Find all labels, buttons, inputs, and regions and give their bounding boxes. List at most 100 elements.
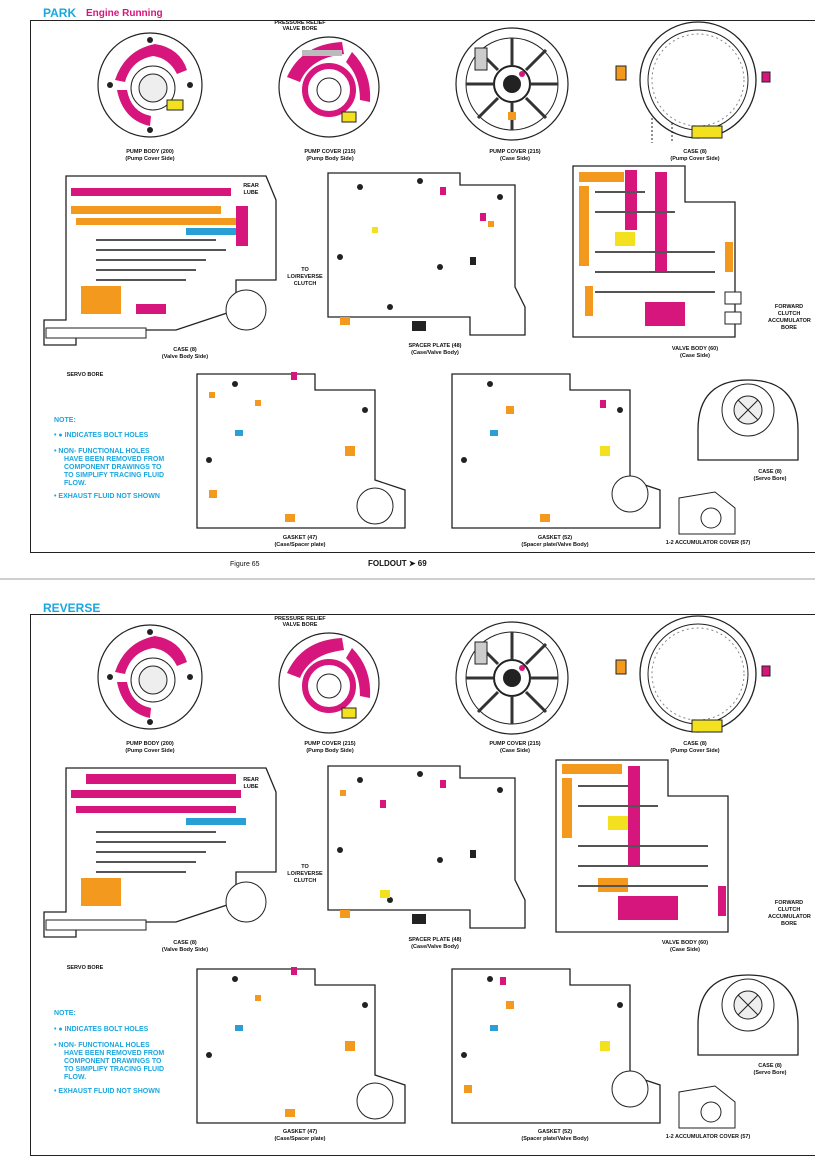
valve-body-caption: VALVE BODY (60) — [671, 346, 719, 352]
fwd-label-2: CLUTCH — [777, 907, 801, 913]
pump-body-subcaption: (Pump Cover Side) — [125, 748, 175, 754]
rear-lube-label: REAR — [243, 777, 259, 783]
servo-bore-label: SERVO BORE — [66, 372, 104, 378]
case-servo-subcaption: (Servo Bore) — [753, 476, 787, 482]
case-valve-caption: CASE (8) — [173, 940, 197, 946]
pump-body-caption: PUMP BODY (200) — [126, 149, 174, 155]
spacer-caption: SPACER PLATE (48) — [408, 937, 462, 943]
case-pump-caption: CASE (8) — [683, 741, 707, 747]
case-valve-subcaption: (Valve Body Side) — [161, 354, 209, 360]
pump-cover-b-caption: PUMP COVER (215) — [489, 741, 541, 747]
gasket47-subcaption: (Case/Spacer plate) — [274, 1136, 326, 1142]
case-valve-caption: CASE (8) — [173, 347, 197, 353]
case-servo-bore-diagram — [697, 379, 799, 461]
spacer-subcaption: (Case/Valve Body) — [411, 350, 459, 356]
note-item-nonfunctional-1: • NON- FUNCTIONAL HOLES — [54, 448, 150, 455]
case-pump-subcaption: (Pump Cover Side) — [670, 156, 720, 162]
case-pump-side-diagram — [615, 615, 771, 733]
rear-lube-label-2: LUBE — [243, 190, 259, 196]
fwd-label-3: ACCUMULATOR — [768, 318, 811, 324]
page-divider — [0, 578, 815, 580]
note-item-bolt-holes: • ● INDICATES BOLT HOLES — [54, 432, 149, 439]
valve-body-caption: VALVE BODY (60) — [661, 940, 709, 946]
to-lr-label-3: CLUTCH — [293, 281, 317, 287]
spacer-caption: SPACER PLATE (48) — [408, 343, 462, 349]
accumulator-caption: 1-2 ACCUMULATOR COVER (57) — [665, 1134, 751, 1140]
pump-cover-a-caption: PUMP COVER (215) — [304, 741, 356, 747]
spacer-plate-diagram — [327, 172, 526, 336]
accumulator-cover-diagram — [678, 1085, 736, 1129]
to-lr-label: TO — [301, 267, 309, 273]
case-pump-side-diagram — [615, 21, 771, 143]
pump-cover-body-side-diagram — [278, 632, 380, 734]
case-servo-subcaption: (Servo Bore) — [753, 1070, 787, 1076]
pump-body-subcaption: (Pump Cover Side) — [125, 156, 175, 162]
rear-lube-label-2: LUBE — [243, 784, 259, 790]
fwd-label-4: BORE — [781, 921, 797, 927]
accumulator-caption: 1-2 ACCUMULATOR COVER (57) — [665, 540, 751, 546]
pump-body-diagram — [97, 624, 203, 730]
fwd-label-3: ACCUMULATOR — [768, 914, 811, 920]
gasket52-caption: GASKET (52) — [537, 1129, 573, 1135]
figure-label: Figure 65 — [230, 561, 260, 568]
pressure-relief-label: PRESSURE RELIEF — [274, 20, 326, 26]
pump-cover-a-caption: PUMP COVER (215) — [304, 149, 356, 155]
note-item-nonfunctional-3: COMPONENT DRAWINGS TO — [64, 464, 162, 471]
pump-body-caption: PUMP BODY (200) — [126, 741, 174, 747]
note-item-nonfunctional-4: TO SIMPLIFY TRACING FLUID — [64, 1066, 165, 1073]
note-item-nonfunctional-5: FLOW. — [64, 480, 87, 487]
note-item-exhaust: • EXHAUST FLUID NOT SHOWN — [54, 1088, 160, 1095]
gasket52-subcaption: (Spacer plate/Valve Body) — [521, 1136, 589, 1142]
section-title: PARK — [43, 6, 77, 20]
pump-cover-body-side-diagram — [278, 36, 380, 138]
valve-body-diagram — [555, 759, 729, 933]
pump-cover-b-subcaption: (Case Side) — [500, 748, 530, 754]
pump-cover-b-caption: PUMP COVER (215) — [489, 149, 541, 155]
case-servo-caption: CASE (8) — [758, 469, 782, 475]
pump-cover-a-subcaption: (Pump Body Side) — [306, 748, 354, 754]
note-heading: NOTE: — [54, 417, 76, 424]
valve-body-subcaption: (Case Side) — [670, 947, 700, 953]
fwd-label: FORWARD — [774, 304, 804, 310]
fwd-label-4: BORE — [781, 325, 797, 331]
note-item-nonfunctional-1: • NON- FUNCTIONAL HOLES — [54, 1042, 150, 1049]
spacer-plate-diagram — [327, 765, 526, 929]
foldout-label: FOLDOUT ➤ 69 — [368, 559, 427, 568]
gasket-47-diagram — [196, 372, 406, 529]
to-lr-label-2: LO/REVERSE — [287, 274, 323, 280]
pressure-relief-sublabel: VALVE BORE — [282, 622, 318, 628]
note-item-nonfunctional-5: FLOW. — [64, 1074, 87, 1081]
case-valve-body-side-diagram — [43, 767, 277, 938]
servo-bore-label: SERVO BORE — [66, 965, 104, 971]
accumulator-cover-diagram — [678, 491, 736, 535]
note-item-nonfunctional-2: HAVE BEEN REMOVED FROM — [64, 456, 165, 463]
to-lr-label-2: LO/REVERSE — [287, 871, 323, 877]
case-valve-subcaption: (Valve Body Side) — [161, 947, 209, 953]
gasket-47-diagram — [196, 967, 406, 1124]
note-item-bolt-holes: • ● INDICATES BOLT HOLES — [54, 1026, 149, 1033]
pump-cover-b-subcaption: (Case Side) — [500, 156, 530, 162]
gasket-52-diagram — [451, 968, 661, 1124]
pump-body-diagram — [97, 32, 203, 138]
to-lr-label: TO — [301, 864, 309, 870]
fwd-label: FORWARD — [774, 900, 804, 906]
pump-cover-case-side-diagram — [455, 621, 569, 735]
gasket47-caption: GASKET (47) — [282, 535, 318, 541]
pressure-relief-label: PRESSURE RELIEF — [274, 616, 326, 622]
case-servo-bore-diagram — [697, 974, 799, 1056]
case-pump-caption: CASE (8) — [683, 149, 707, 155]
case-servo-caption: CASE (8) — [758, 1063, 782, 1069]
note-item-exhaust: • EXHAUST FLUID NOT SHOWN — [54, 493, 160, 500]
valve-body-diagram — [572, 165, 742, 338]
gasket47-subcaption: (Case/Spacer plate) — [274, 542, 326, 548]
section-title: REVERSE — [43, 601, 101, 615]
gasket52-caption: GASKET (52) — [537, 535, 573, 541]
pressure-relief-sublabel: VALVE BORE — [282, 26, 318, 32]
note-heading: NOTE: — [54, 1010, 76, 1017]
valve-body-subcaption: (Case Side) — [680, 353, 710, 359]
gasket52-subcaption: (Spacer plate/Valve Body) — [521, 542, 589, 548]
case-valve-body-side-diagram — [43, 175, 277, 346]
fwd-label-2: CLUTCH — [777, 311, 801, 317]
case-pump-subcaption: (Pump Cover Side) — [670, 748, 720, 754]
pump-cover-a-subcaption: (Pump Body Side) — [306, 156, 354, 162]
